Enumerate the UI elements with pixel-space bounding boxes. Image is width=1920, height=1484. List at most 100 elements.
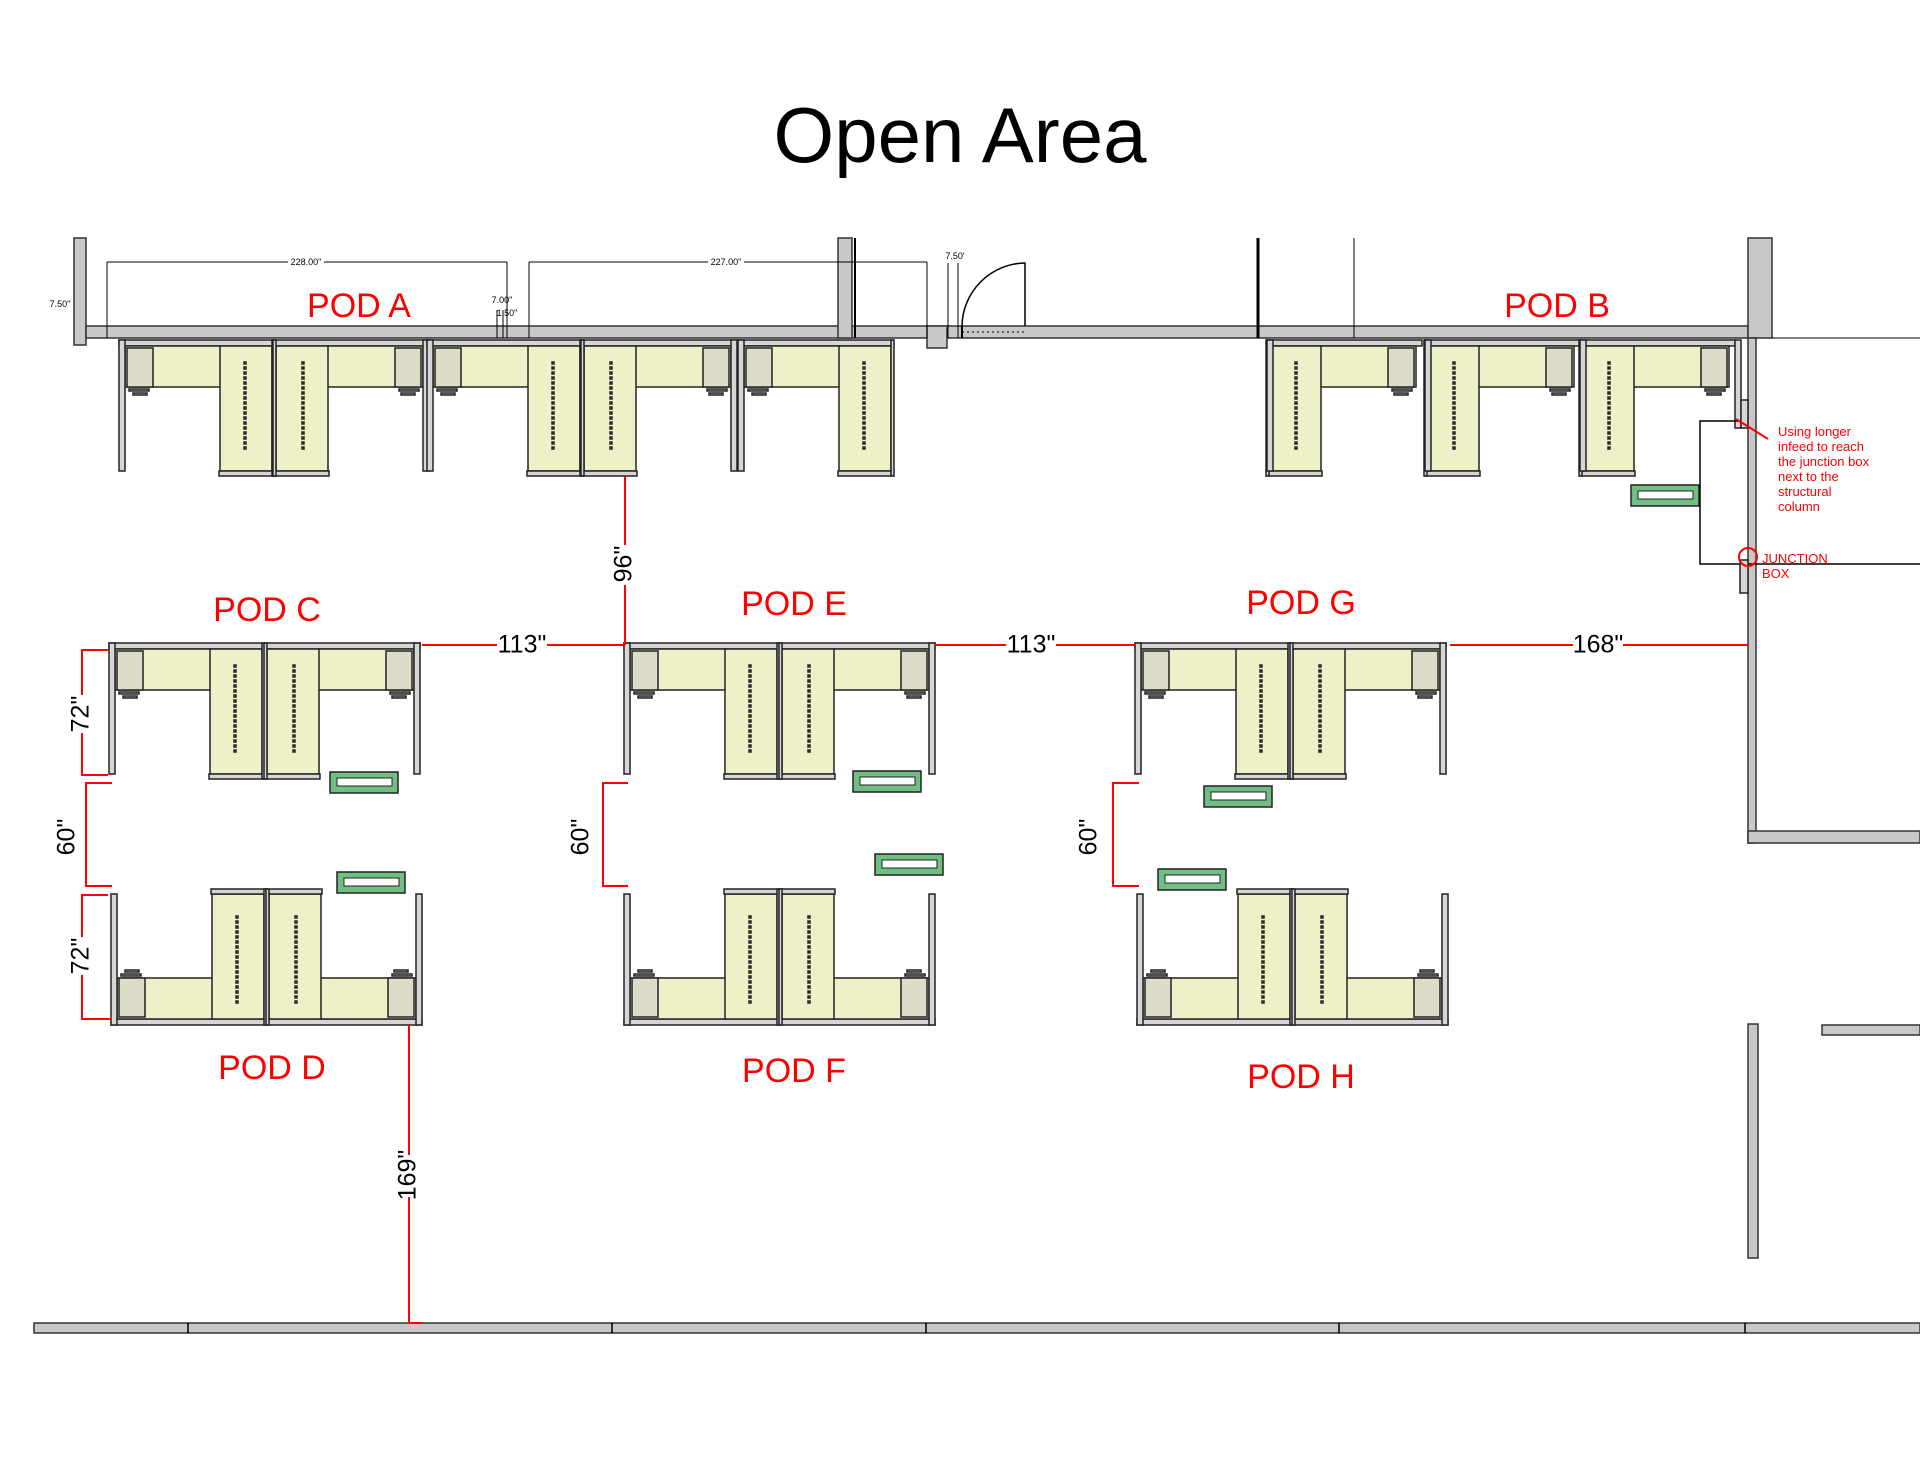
grommet	[807, 1000, 811, 1004]
dimension-72-lower: 72"	[67, 938, 95, 975]
panel	[1424, 339, 1581, 347]
grommet	[1261, 935, 1265, 939]
grommet	[807, 739, 811, 743]
grommet	[862, 401, 866, 405]
pod-e-label: POD E	[741, 585, 847, 623]
grommet	[609, 431, 613, 435]
grommet	[1294, 436, 1298, 440]
workstation	[263, 642, 421, 780]
pedestal	[900, 977, 928, 1018]
center-panel	[272, 339, 277, 477]
grommet	[235, 950, 239, 954]
grommet	[233, 699, 237, 703]
grommet	[609, 416, 613, 420]
return-end-panel	[1424, 470, 1481, 477]
grommet	[235, 920, 239, 924]
grommet	[1318, 679, 1322, 683]
grommet	[807, 950, 811, 954]
grommet	[609, 446, 613, 450]
pod-c-label: POD C	[213, 591, 321, 629]
grommet	[1294, 406, 1298, 410]
return-end-panel	[218, 470, 275, 477]
panel	[737, 339, 894, 347]
grommet	[301, 406, 305, 410]
grommet	[1320, 960, 1324, 964]
grommet	[233, 739, 237, 743]
center-panel	[778, 642, 783, 780]
return-end-panel	[1234, 773, 1291, 780]
grommet	[1261, 970, 1265, 974]
grommet	[301, 401, 305, 405]
grommet	[292, 694, 296, 698]
side-panel	[1441, 893, 1449, 1026]
grommet	[807, 694, 811, 698]
grommet	[1607, 416, 1611, 420]
grommet	[609, 391, 613, 395]
grommet	[807, 975, 811, 979]
grommet	[243, 431, 247, 435]
grommet	[1318, 709, 1322, 713]
grommet	[292, 734, 296, 738]
workstation	[1134, 642, 1292, 780]
return-end-panel	[723, 773, 780, 780]
grommet	[748, 945, 752, 949]
pedestal	[434, 347, 462, 388]
grommet	[243, 411, 247, 415]
pedestal	[126, 347, 154, 388]
panel	[1579, 339, 1736, 347]
panel	[1266, 339, 1423, 347]
dimension-113-right: 113"	[1007, 631, 1056, 659]
grommet	[1452, 441, 1456, 445]
grommet	[807, 664, 811, 668]
chair-mark	[747, 388, 769, 392]
grommet	[1320, 955, 1324, 959]
grommet	[233, 679, 237, 683]
workstation	[1578, 339, 1736, 477]
side-panel	[730, 339, 738, 472]
grommet	[862, 396, 866, 400]
grommet	[609, 426, 613, 430]
grommet	[807, 689, 811, 693]
center-panel	[265, 888, 270, 1026]
grommet	[235, 960, 239, 964]
grommet	[748, 965, 752, 969]
page-title: Open Area	[774, 91, 1148, 179]
grommet	[748, 714, 752, 718]
pedestal	[1413, 977, 1441, 1018]
grommet	[1607, 441, 1611, 445]
chair-mark	[633, 691, 655, 695]
grommet	[748, 960, 752, 964]
dimension-96: 96"	[610, 546, 638, 583]
chair-mark	[440, 392, 456, 396]
grommet	[233, 684, 237, 688]
grommet	[1607, 396, 1611, 400]
grommet	[807, 744, 811, 748]
grommet	[294, 920, 298, 924]
grommet	[807, 674, 811, 678]
grommet	[294, 915, 298, 919]
grommet	[243, 386, 247, 390]
grommet	[243, 406, 247, 410]
grommet	[807, 920, 811, 924]
grommet	[301, 391, 305, 395]
junction-box-label: JUNCTION	[1762, 551, 1828, 566]
grommet	[748, 719, 752, 723]
chair-mark	[904, 973, 926, 977]
grommet	[807, 980, 811, 984]
chair-mark	[122, 695, 138, 699]
workstation	[1265, 339, 1423, 477]
chair-mark	[1549, 388, 1571, 392]
power-base-label-plate	[1637, 490, 1694, 500]
pedestal	[1411, 650, 1439, 691]
side-panel	[1134, 642, 1142, 775]
return-end-panel	[837, 470, 894, 477]
grommet	[748, 990, 752, 994]
grommet	[1318, 689, 1322, 693]
grommet	[1261, 940, 1265, 944]
side-panel	[118, 339, 126, 472]
pedestal	[1142, 650, 1170, 691]
workstation	[426, 339, 584, 477]
grommet	[294, 975, 298, 979]
grommet	[235, 965, 239, 969]
annotation-line: infeed to reach	[1778, 439, 1864, 454]
